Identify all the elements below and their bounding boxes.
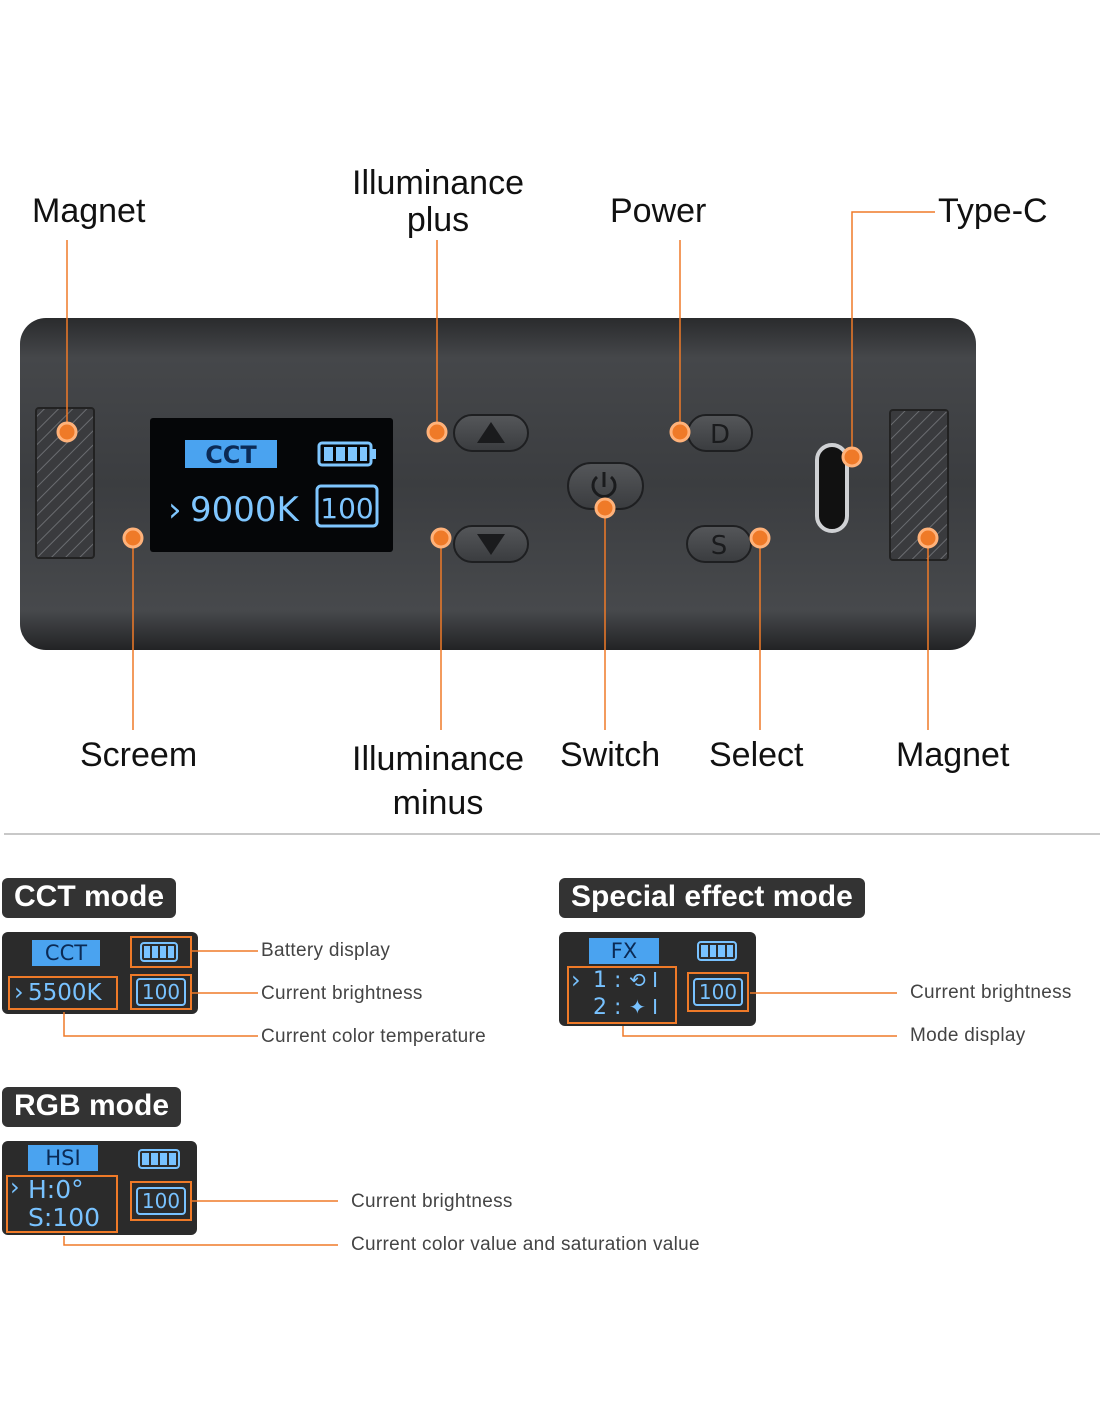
- label-magnet-top: Magnet: [32, 192, 146, 230]
- screen-cct-value: 9000K: [190, 490, 301, 530]
- battery-segment: [701, 945, 708, 957]
- label-screen: Screem: [80, 736, 198, 774]
- rgb-mode-screen: HSI › H:0° S:100 100: [2, 1141, 197, 1235]
- cct-mode-title: CCT mode: [2, 878, 176, 918]
- s-button-label: S: [711, 531, 728, 561]
- cct-brightness-box: 100: [136, 978, 186, 1006]
- cct-callout-brightness: Current brightness: [261, 983, 423, 1004]
- battery-icon: [140, 942, 178, 962]
- chevron-right-icon: ›: [14, 978, 24, 1006]
- rgb-callout-color: Current color value and saturation value: [351, 1234, 700, 1255]
- callout-lines: [66, 211, 935, 730]
- cct-value-highlight: [8, 976, 118, 1010]
- screen-mode-chip: [185, 440, 277, 468]
- label-power: Power: [610, 192, 707, 230]
- cct-mode-chip: CCT: [32, 940, 100, 966]
- device-illustration: CCT › 9000K 100 D S: [20, 211, 976, 730]
- battery-segment: [160, 946, 166, 958]
- s-button: [686, 525, 752, 563]
- battery-segment: [160, 1153, 167, 1165]
- rgb-hue-value: H:0°: [28, 1175, 84, 1204]
- fx-chevron-right-icon: ›: [571, 966, 581, 994]
- fx-mode-title: Special effect mode: [559, 878, 865, 918]
- label-illuminance-plus: Illuminance plus: [352, 164, 524, 239]
- cct-battery-highlight: [130, 936, 192, 968]
- battery-segment: [709, 945, 716, 957]
- triangle-up-icon: [477, 422, 505, 443]
- screen-mode-text: CCT: [205, 441, 257, 469]
- fx-mode-chip: FX: [589, 938, 659, 964]
- fx-callout-mode: Mode display: [910, 1025, 1026, 1046]
- fx-mode-screen: FX › 1 : ⟲ I 2 : ✦ I 100: [559, 932, 756, 1026]
- rgb-saturation-value: S:100: [28, 1203, 101, 1232]
- battery-segment: [151, 1153, 158, 1165]
- screen-battery-icon: [317, 441, 376, 467]
- label-type-c: Type-C: [938, 192, 1048, 230]
- power-icon: [591, 472, 617, 498]
- screen-brightness-value: 100: [320, 492, 373, 525]
- rgb-brightness-box: 100: [136, 1187, 186, 1215]
- cct-callout-battery: Battery display: [261, 940, 391, 961]
- label-illuminance-minus: Illuminance minus: [352, 740, 524, 823]
- label-select: Select: [709, 736, 804, 774]
- battery-segment: [142, 1153, 149, 1165]
- fx-brightness-highlight: [687, 972, 749, 1012]
- label-magnet-bottom: Magnet: [896, 736, 1010, 774]
- cct-mode-value: 5500K: [28, 980, 102, 1006]
- screen-brightness-box: [315, 484, 379, 528]
- loop-effect-icon: ⟲ I: [629, 968, 659, 992]
- battery-segment: [726, 945, 733, 957]
- screen-arrow-icon: ›: [168, 490, 182, 530]
- battery-segment: [168, 946, 174, 958]
- fx-callout-lines: [622, 992, 897, 1037]
- rgb-value-highlight: [6, 1175, 118, 1233]
- cct-brightness-highlight: [130, 974, 192, 1010]
- rgb-callout-lines: [63, 1200, 338, 1246]
- rgb-chevron-right-icon: ›: [10, 1173, 20, 1201]
- fx-battery-icon: [697, 941, 737, 961]
- device-body: [20, 318, 976, 650]
- cct-mode-screen: CCT › 5500K 100: [2, 932, 198, 1014]
- rgb-callout-brightness: Current brightness: [351, 1191, 513, 1212]
- fx-mode-highlight: [567, 966, 677, 1024]
- fx-brightness-box: 100: [693, 978, 743, 1006]
- d-button-label: D: [710, 420, 730, 450]
- fx-callout-brightness: Current brightness: [910, 982, 1072, 1003]
- battery-segment: [152, 946, 158, 958]
- label-switch: Switch: [560, 736, 661, 774]
- magnet-left: [35, 407, 95, 559]
- rgb-battery-icon: [138, 1149, 180, 1169]
- rgb-brightness-highlight: [130, 1181, 192, 1221]
- triangle-down-icon: [477, 534, 505, 555]
- magnet-right: [889, 409, 949, 561]
- cct-callout-lines: [63, 950, 258, 1037]
- fx-mode-line1: 1 :: [593, 968, 622, 993]
- type-c-port: [815, 443, 849, 533]
- rgb-mode-chip: HSI: [28, 1145, 98, 1171]
- cct-callout-temperature: Current color temperature: [261, 1026, 487, 1047]
- fx-mode-line2: 2 :: [593, 995, 622, 1020]
- battery-segment: [718, 945, 725, 957]
- battery-segment: [144, 946, 150, 958]
- section-divider: [4, 833, 1100, 835]
- battery-segment: [169, 1153, 176, 1165]
- sparkle-effect-icon: ✦ I: [629, 995, 659, 1019]
- callout-dots: [56, 421, 939, 549]
- rgb-mode-title: RGB mode: [2, 1087, 182, 1127]
